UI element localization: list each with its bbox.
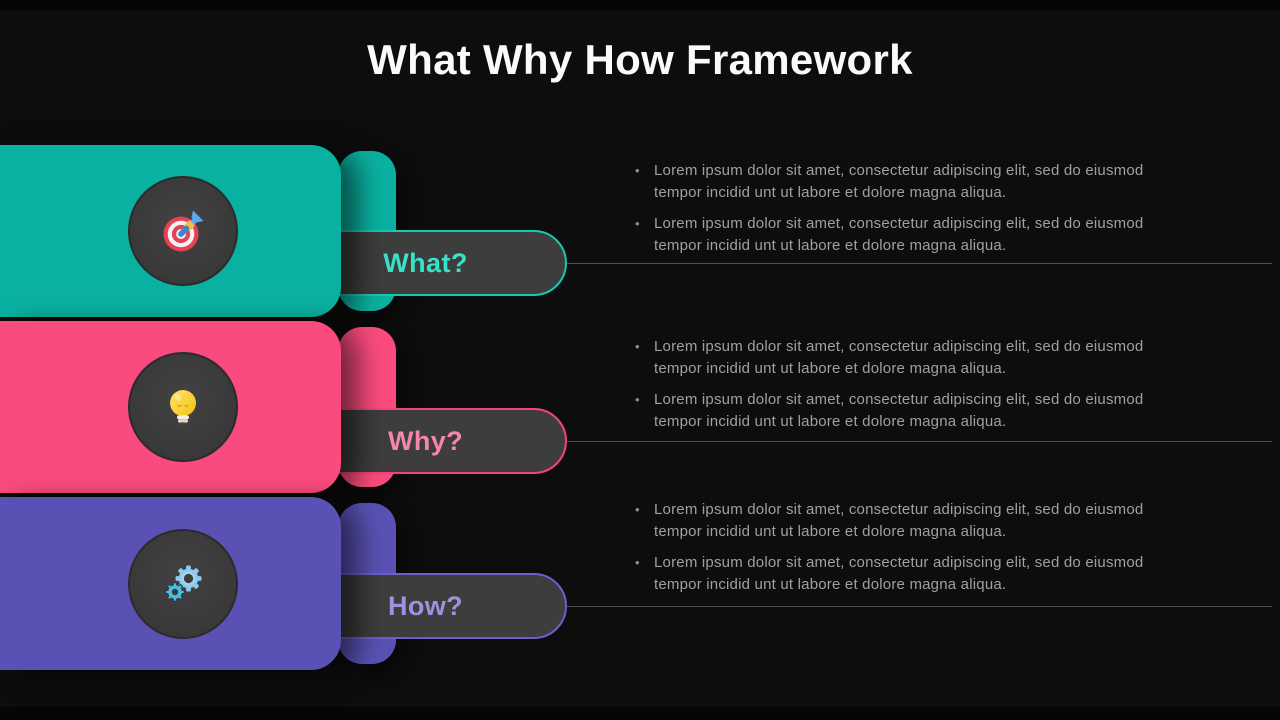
top-frame-bar xyxy=(0,0,1280,10)
lightbulb-icon xyxy=(170,390,196,425)
target-icon xyxy=(163,210,204,252)
row-label-pill-how: How? xyxy=(308,573,567,639)
page-title: What Why How Framework xyxy=(367,36,913,83)
icon-circle xyxy=(128,352,238,462)
gears-icon xyxy=(165,565,202,602)
bullet-item: Lorem ipsum dolor sit amet, consectetur … xyxy=(633,389,1185,433)
bottom-frame-bar xyxy=(0,707,1280,720)
bullet-list: Lorem ipsum dolor sit amet, consectetur … xyxy=(633,499,1185,605)
connector-line xyxy=(567,441,1272,442)
bullet-item: Lorem ipsum dolor sit amet, consectetur … xyxy=(633,552,1185,596)
connector-line xyxy=(567,606,1272,607)
connector-line xyxy=(567,263,1272,264)
row-label: How? xyxy=(387,590,464,621)
icon-circle xyxy=(128,176,238,286)
icon-circle xyxy=(128,529,238,639)
row-label: What? xyxy=(383,247,468,278)
row-label-pill-what: What? xyxy=(308,230,567,296)
bullet-list: Lorem ipsum dolor sit amet, consectetur … xyxy=(633,336,1185,442)
bullet-item: Lorem ipsum dolor sit amet, consectetur … xyxy=(633,213,1185,257)
bullet-item: Lorem ipsum dolor sit amet, consectetur … xyxy=(633,160,1185,204)
bullet-item: Lorem ipsum dolor sit amet, consectetur … xyxy=(633,499,1185,543)
bullet-list: Lorem ipsum dolor sit amet, consectetur … xyxy=(633,160,1185,266)
row-label: Why? xyxy=(387,425,464,456)
bullet-item: Lorem ipsum dolor sit amet, consectetur … xyxy=(633,336,1185,380)
row-label-pill-why: Why? xyxy=(308,408,567,474)
